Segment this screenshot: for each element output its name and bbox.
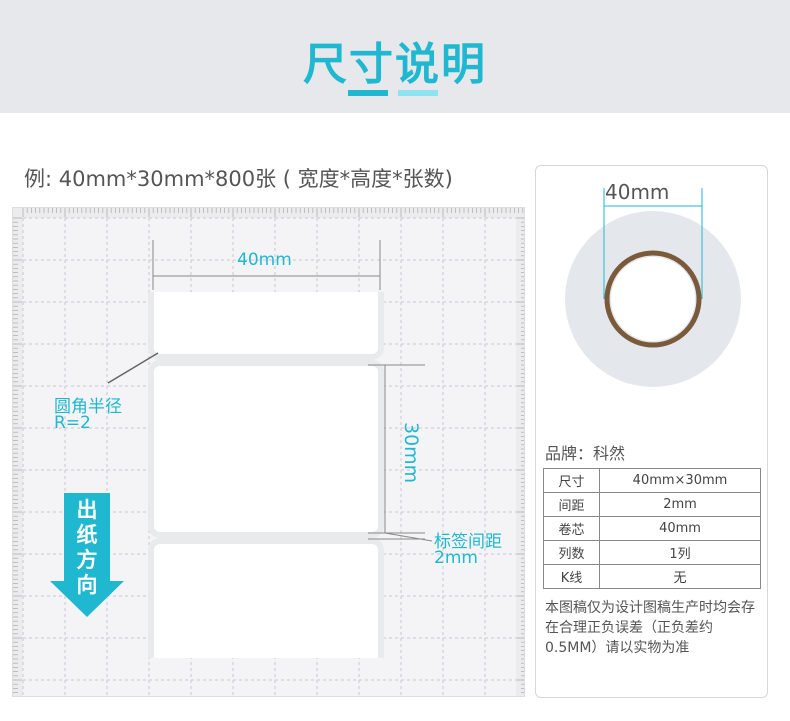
label-middle bbox=[148, 360, 384, 538]
gap-value: 2mm bbox=[434, 548, 478, 568]
feed-direction-text: 出 纸 方 向 bbox=[76, 498, 98, 597]
corner-radius-label: 圆角半径 bbox=[54, 397, 122, 417]
width-dimension: 40mm bbox=[237, 250, 292, 270]
arrow-down-icon bbox=[50, 493, 124, 617]
height-dimension: 30mm bbox=[400, 422, 422, 484]
spec-panel bbox=[535, 165, 768, 698]
roll-core-illustration bbox=[565, 188, 741, 387]
title-underline-dark bbox=[348, 90, 388, 96]
page-title: 尺寸说明 bbox=[303, 39, 487, 90]
gap-label: 标签间距 bbox=[434, 532, 502, 552]
core-diameter-label: 40mm bbox=[605, 180, 670, 204]
corner-radius-value: R=2 bbox=[54, 413, 91, 433]
table-row: K线无 bbox=[543, 564, 761, 589]
brand-text: 品牌：科然 bbox=[545, 444, 626, 463]
header-banner bbox=[0, 0, 790, 113]
title-underline-light bbox=[398, 90, 438, 96]
example-text: 例: 40mm*30mm*800张 ( 宽度*高度*张数) bbox=[24, 167, 453, 191]
label-top bbox=[148, 292, 384, 360]
disclaimer-note: 本图稿仅为设计图稿生产时均会存在合理正负误差（正负差约0.5MM）请以实物为准 bbox=[545, 600, 755, 656]
label-bottom bbox=[148, 538, 384, 658]
